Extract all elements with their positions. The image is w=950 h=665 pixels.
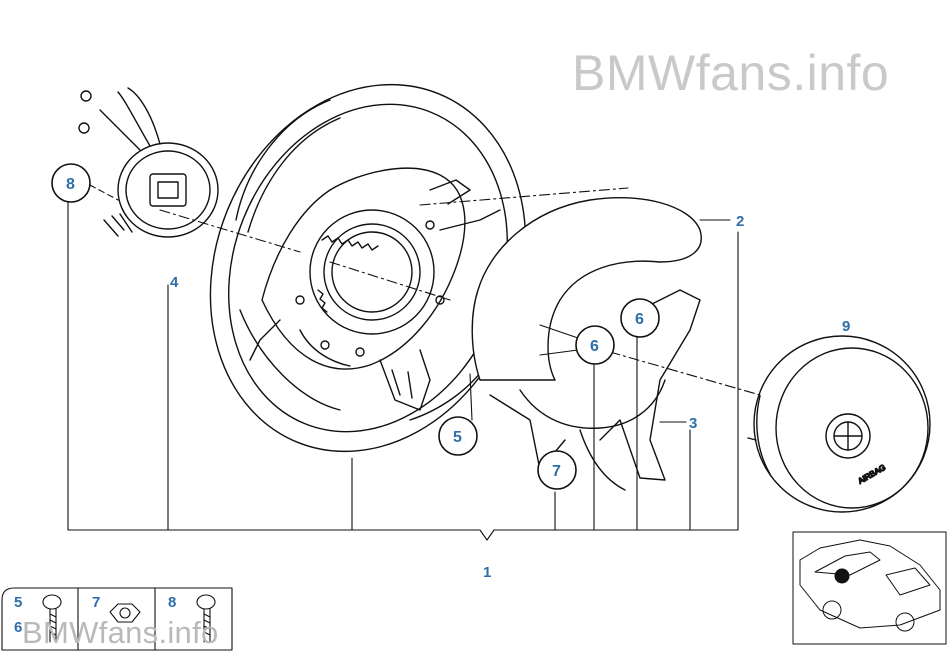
- hardware-label-6: 6: [14, 619, 22, 636]
- airbag-module-drawing: AIRBAG: [747, 335, 931, 513]
- clock-spring-drawing: [78, 87, 219, 238]
- callout-6-upper: 6: [635, 311, 644, 328]
- hardware-label-7: 7: [92, 594, 100, 611]
- label-3: 3: [689, 415, 697, 432]
- callout-7: 7: [552, 463, 561, 480]
- trim-cover-drawing: [471, 197, 702, 491]
- watermark-footer: BMWfans.info: [22, 615, 219, 650]
- steering-wheel-drawing: [209, 83, 527, 453]
- label-4: 4: [170, 274, 179, 291]
- hardware-panel: [1, 587, 233, 651]
- label-2: 2: [736, 213, 744, 230]
- callout-8: 8: [66, 176, 75, 193]
- car-locator-icon: [792, 531, 947, 645]
- hardware-label-5: 5: [14, 594, 22, 611]
- label-9: 9: [842, 318, 850, 335]
- hardware-label-8: 8: [168, 594, 176, 611]
- leader-lines: [67, 184, 761, 541]
- label-1: 1: [483, 564, 491, 581]
- callout-circles: [51, 163, 660, 490]
- callout-6-lower: 6: [590, 338, 599, 355]
- callout-5: 5: [453, 429, 462, 446]
- watermark-main: BMWfans.info: [572, 45, 890, 101]
